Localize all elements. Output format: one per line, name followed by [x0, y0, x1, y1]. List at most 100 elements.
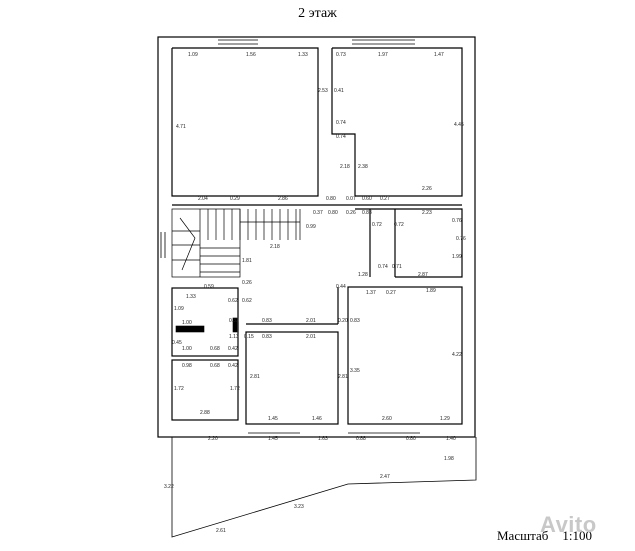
- dim-label: 0.33: [229, 318, 239, 324]
- dim-label: 1.29: [440, 416, 450, 422]
- dim-label: 2.61: [216, 528, 226, 534]
- room-top-right: [331, 47, 463, 197]
- hatch: [175, 317, 238, 333]
- dim-label: 2.53: [318, 88, 328, 94]
- floor-title: 2 этаж: [298, 6, 337, 21]
- dim-label: 1.97: [378, 52, 388, 58]
- dim-label: 0.83: [262, 318, 272, 324]
- dim-label: 0.88: [356, 436, 366, 442]
- dim-label: 2.87: [418, 272, 428, 278]
- dim-label: 1.09: [174, 306, 184, 312]
- dim-label: 0.37: [313, 210, 323, 216]
- dim-label: 0.76: [456, 236, 466, 242]
- room-top-left: [171, 47, 319, 197]
- dim-label: 1.00: [182, 346, 192, 352]
- scale-value: 1:100: [562, 528, 592, 543]
- dim-label: 1.81: [242, 258, 252, 264]
- dim-label: 1.72: [230, 386, 240, 392]
- dim-label: 0.26: [346, 210, 356, 216]
- dim-label: 1.45: [268, 436, 278, 442]
- dim-label: 4.71: [176, 124, 186, 130]
- dim-label: 0.45: [172, 340, 182, 346]
- dim-label: 2.26: [422, 186, 432, 192]
- dim-label: 1.89: [426, 288, 436, 294]
- dim-label: 1.47: [434, 52, 444, 58]
- dim-label: 2.86: [278, 196, 288, 202]
- dim-label: 1.00: [182, 320, 192, 326]
- dim-label: 1.09: [188, 52, 198, 58]
- dim-label: 0.60: [362, 196, 372, 202]
- dim-label: 2.18: [340, 164, 350, 170]
- dim-label: 3.35: [350, 368, 360, 374]
- dim-label: 1.45: [268, 416, 278, 422]
- scale-legend: Масштаб 1:100: [497, 528, 592, 544]
- dim-label: 1.40: [446, 436, 456, 442]
- dim-label: 0.41: [334, 88, 344, 94]
- dim-label: 2.23: [422, 210, 432, 216]
- staircase: [171, 208, 301, 278]
- dim-label: 1.13: [229, 334, 239, 340]
- dim-label: 4.22: [452, 352, 462, 358]
- dim-label: 0.68: [210, 346, 220, 352]
- dim-label: 0.59: [204, 284, 214, 290]
- dim-label: 2.60: [382, 416, 392, 422]
- dim-label: 1.63: [318, 436, 328, 442]
- dim-label: 1.33: [186, 294, 196, 300]
- room-wc: [171, 359, 239, 421]
- dim-label: 0.68: [210, 363, 220, 369]
- dim-label: 2.20: [208, 436, 218, 442]
- dim-label: 0.62: [228, 298, 238, 304]
- dim-label: 0.42: [228, 363, 238, 369]
- dim-label: 0.42: [228, 346, 238, 352]
- dim-label: 0.72: [372, 222, 382, 228]
- balcony: [171, 437, 477, 538]
- dim-label: 0.71: [392, 264, 402, 270]
- dim-label: 1.56: [246, 52, 256, 58]
- room-bath: [171, 287, 239, 357]
- dim-label: 2.04: [198, 196, 208, 202]
- dim-label: 0.29: [230, 196, 240, 202]
- dim-label: 1.28: [358, 272, 368, 278]
- dim-label: 2.88: [200, 410, 210, 416]
- dim-label: 0.62: [242, 298, 252, 304]
- side-window: [160, 232, 166, 258]
- dim-label: 0.20: [338, 318, 348, 324]
- dim-label: 0.80: [406, 436, 416, 442]
- dim-label: 0.44: [336, 284, 346, 290]
- room-bottom-right: [347, 286, 463, 425]
- dim-label: 0.98: [182, 363, 192, 369]
- dim-label: 0.15: [244, 334, 254, 340]
- dim-label: 1.99: [452, 254, 462, 260]
- dim-label: 0.26: [242, 280, 252, 286]
- dim-label: 0.83: [362, 210, 372, 216]
- dim-label: 2.18: [270, 244, 280, 250]
- dim-label: 0.74: [336, 120, 346, 126]
- dim-label: 4.45: [454, 122, 464, 128]
- watermark-text: Avito: [540, 512, 597, 537]
- dim-label: 0.80: [326, 196, 336, 202]
- dim-label: 2.81: [250, 374, 260, 380]
- dim-label: 0.73: [336, 52, 346, 58]
- dim-label: 1.72: [174, 386, 184, 392]
- bottom-windows: [248, 432, 420, 438]
- dim-label: 0.83: [350, 318, 360, 324]
- dim-label: 3.22: [164, 484, 174, 490]
- dim-label: 2.81: [338, 374, 348, 380]
- outer-wall: [157, 36, 476, 438]
- dim-label: 1.33: [298, 52, 308, 58]
- dim-label: 0.27: [380, 196, 390, 202]
- dim-label: 0.74: [378, 264, 388, 270]
- room-mid-right: [355, 208, 463, 278]
- dim-label: 0.83: [262, 334, 272, 340]
- watermark-logo: Avito: [540, 512, 597, 538]
- dim-label: 0.07: [346, 196, 356, 202]
- scale-label: Масштаб: [497, 528, 549, 543]
- dim-label: 1.37: [366, 290, 376, 296]
- dim-label: 2.38: [358, 164, 368, 170]
- dim-label: 2.01: [306, 318, 316, 324]
- dim-label: 2.47: [380, 474, 390, 480]
- dim-label: 0.76: [452, 218, 462, 224]
- dim-label: 3.23: [294, 504, 304, 510]
- dim-label: 0.72: [394, 222, 404, 228]
